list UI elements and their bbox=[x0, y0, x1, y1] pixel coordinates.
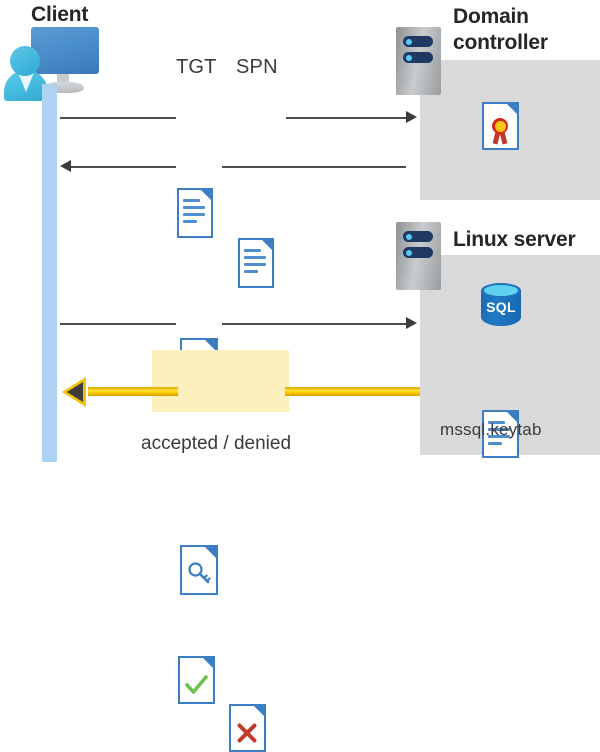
domain-controller-server-rack-icon bbox=[396, 27, 441, 95]
sql-database-icon: SQL bbox=[481, 283, 521, 333]
person-head bbox=[10, 46, 40, 76]
accepted-document-icon bbox=[178, 656, 215, 704]
keytab-document-icon bbox=[482, 410, 519, 458]
key-glyph bbox=[188, 562, 211, 584]
message-1-arrowhead bbox=[406, 111, 417, 123]
monitor-screen bbox=[31, 27, 99, 74]
domain-controller-label-line1: Domain bbox=[453, 5, 529, 28]
tgt-document-icon bbox=[177, 188, 213, 238]
message-4-line-left bbox=[88, 387, 178, 396]
result-caption: accepted / denied bbox=[141, 433, 292, 454]
keytab-filename-label: mssql.keytab bbox=[440, 420, 542, 439]
spn-label: SPN bbox=[236, 56, 278, 78]
user-computer-icon bbox=[4, 22, 104, 102]
linux-server-label: Linux server bbox=[453, 228, 576, 251]
message-2-line-left bbox=[71, 166, 176, 168]
message-1-line-right bbox=[286, 117, 406, 119]
linux-server-server-rack-icon bbox=[396, 222, 441, 290]
diagram-canvas: Client Domain controller Linux server bbox=[4, 3, 600, 752]
spn-document-icon bbox=[238, 238, 274, 288]
message-3-line-right bbox=[222, 323, 406, 325]
domain-controller-label-line2: controller bbox=[453, 31, 548, 54]
sql-label: SQL bbox=[486, 299, 516, 315]
client-label: Client bbox=[31, 3, 89, 26]
message-1-line-left bbox=[60, 117, 176, 119]
client-lifeline bbox=[42, 84, 57, 462]
certificate-document-icon bbox=[482, 102, 519, 150]
result-highlight-box bbox=[152, 350, 289, 412]
tgt-label: TGT bbox=[176, 56, 217, 78]
cross-glyph bbox=[237, 723, 257, 743]
message-3-line-left bbox=[60, 323, 176, 325]
message-4-arrowhead bbox=[62, 376, 88, 407]
denied-document-icon bbox=[229, 704, 266, 752]
message-3-arrowhead bbox=[406, 317, 417, 329]
message-4-line-right bbox=[285, 387, 420, 396]
message-2-line-right bbox=[222, 166, 406, 168]
monitor-base bbox=[44, 82, 84, 93]
message-3-service-ticket-key-document-icon bbox=[180, 545, 218, 595]
message-2-arrowhead bbox=[60, 160, 71, 172]
check-glyph bbox=[185, 675, 208, 694]
